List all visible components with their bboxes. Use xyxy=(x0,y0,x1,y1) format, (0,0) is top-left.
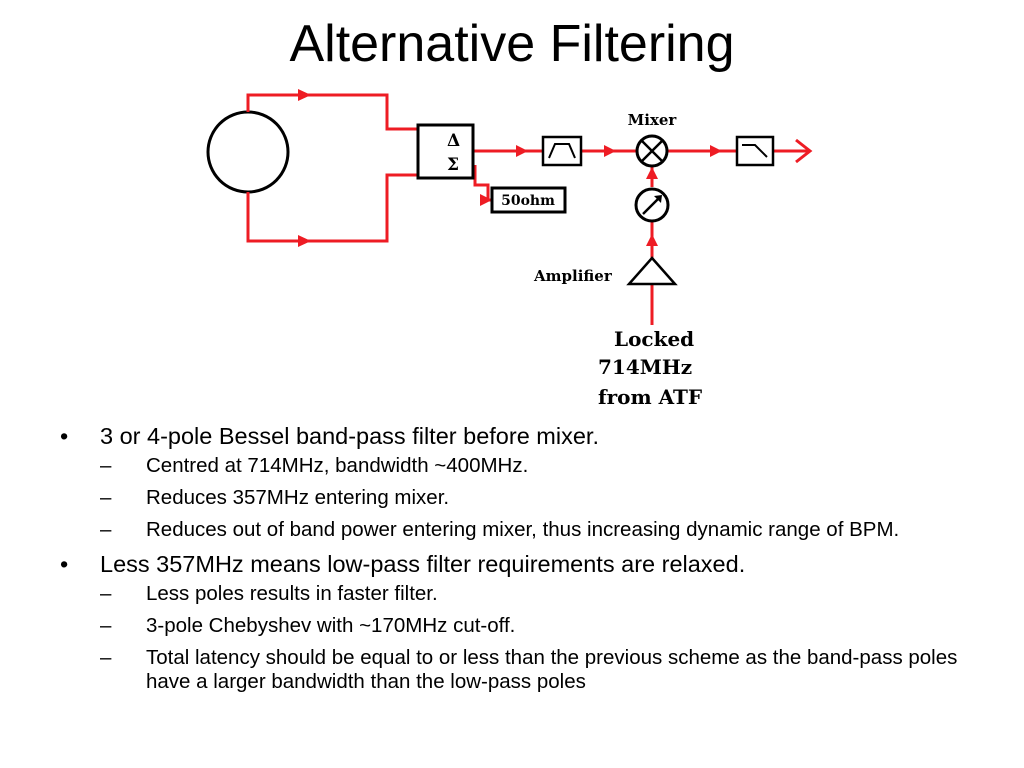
cavity-circle xyxy=(206,110,290,194)
sub-bullet-marker: – xyxy=(100,614,112,637)
sub-bullet-item: – Reduces out of band power entering mix… xyxy=(100,518,988,542)
reference-label-line-3: from ATF xyxy=(598,385,702,409)
slide-title: Alternative Filtering xyxy=(289,15,735,73)
sub-bullet-marker: – xyxy=(100,646,112,669)
mixer-icon xyxy=(635,134,669,168)
bullet-marker: • xyxy=(60,423,69,449)
sub-bullet-text: Total latency should be equal to or less… xyxy=(146,646,958,693)
sub-bullet-text: Less poles results in faster filter. xyxy=(146,582,438,605)
bullet-list: • 3 or 4-pole Bessel band-pass filter be… xyxy=(58,422,988,702)
amplifier-label: Amplifier xyxy=(533,267,613,285)
sub-bullet-marker: – xyxy=(100,454,112,477)
bullet-text: 3 or 4-pole Bessel band-pass filter befo… xyxy=(100,423,599,449)
signal-arrows xyxy=(298,89,722,247)
bullet-item: • Less 357MHz means low-pass filter requ… xyxy=(58,550,988,694)
sub-bullet-text: Centred at 714MHz, bandwidth ~400MHz. xyxy=(146,454,529,477)
sigma-symbol: Σ xyxy=(447,155,459,175)
bullet-marker: • xyxy=(60,551,69,577)
sub-bullet-list: – Centred at 714MHz, bandwidth ~400MHz. … xyxy=(100,454,988,542)
sub-bullet-item: – 3-pole Chebyshev with ~170MHz cut-off. xyxy=(100,614,988,638)
bandpass-filter-icon xyxy=(548,143,576,159)
lowpass-filter-box xyxy=(735,135,775,167)
lowpass-filter-icon xyxy=(742,144,768,158)
sub-bullet-item: – Reduces 357MHz entering mixer. xyxy=(100,486,988,510)
sub-bullet-text: Reduces out of band power entering mixer… xyxy=(146,518,900,541)
sub-bullet-text: Reduces 357MHz entering mixer. xyxy=(146,486,450,509)
sub-bullet-item: – Less poles results in faster filter. xyxy=(100,582,988,606)
sub-bullet-marker: – xyxy=(100,518,112,541)
delta-symbol: Δ xyxy=(447,131,460,151)
sub-bullet-marker: – xyxy=(100,582,112,605)
mixer-label: Mixer xyxy=(628,111,678,129)
bandpass-filter-box xyxy=(541,135,583,167)
sub-bullet-item: – Total latency should be equal to or le… xyxy=(100,646,988,694)
bullet-item: • 3 or 4-pole Bessel band-pass filter be… xyxy=(58,422,988,542)
hybrid-box xyxy=(416,123,475,180)
bullet-text: Less 357MHz means low-pass filter requir… xyxy=(100,551,746,577)
signal-chain-diagram: Δ Σ 50ohm Mixer Amplifier Locked 714MHz … xyxy=(206,89,813,409)
reference-label-line-1: Locked xyxy=(614,327,694,351)
signal-wires xyxy=(246,93,808,325)
amplifier-icon xyxy=(626,256,678,286)
termination-box xyxy=(490,186,567,214)
output-arrow xyxy=(795,138,813,164)
sub-bullet-item: – Centred at 714MHz, bandwidth ~400MHz. xyxy=(100,454,988,478)
sub-bullet-text: 3-pole Chebyshev with ~170MHz cut-off. xyxy=(146,614,516,637)
reference-label-line-2: 714MHz xyxy=(598,355,692,379)
sub-bullet-list: – Less poles results in faster filter. –… xyxy=(100,582,988,694)
termination-label: 50ohm xyxy=(501,193,555,209)
phase-shifter-icon xyxy=(634,187,670,223)
sub-bullet-marker: – xyxy=(100,486,112,509)
